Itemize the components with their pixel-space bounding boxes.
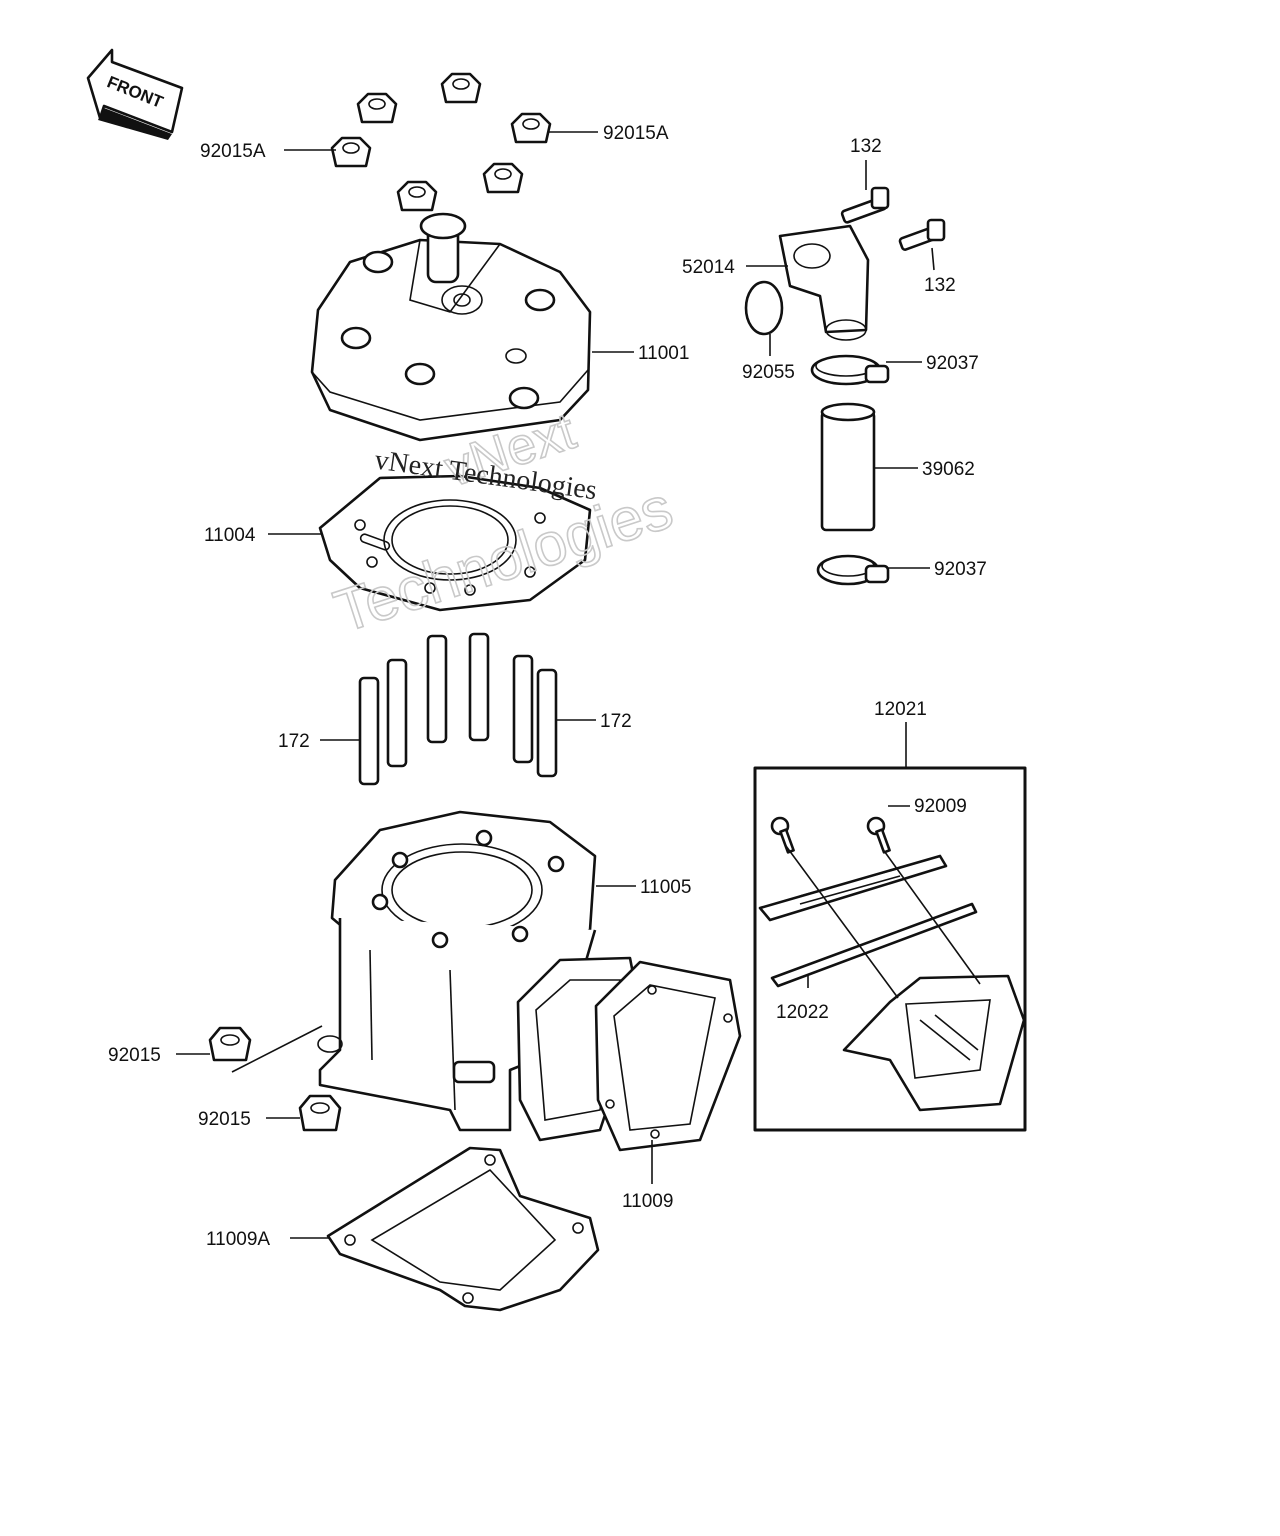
callout-11004: 11004 xyxy=(204,525,256,546)
callout-172-left: 172 xyxy=(278,731,310,752)
callout-92015A-left: 92015A xyxy=(200,141,266,162)
hex-nut-icon xyxy=(510,112,552,144)
hex-nut-icon xyxy=(396,180,438,212)
callout-132-right: 132 xyxy=(924,275,956,296)
callout-11005: 11005 xyxy=(640,877,691,898)
callout-92015-lower: 92015 xyxy=(198,1109,251,1130)
callout-172-right: 172 xyxy=(600,711,632,732)
callout-92015A-right: 92015A xyxy=(603,123,669,144)
stud-bolt-icon xyxy=(468,632,490,742)
hose xyxy=(820,402,876,532)
hex-nut-icon xyxy=(356,92,398,124)
stud-bolt-icon xyxy=(536,668,558,778)
leader-lines xyxy=(176,131,935,1239)
hose-clamp-icon xyxy=(810,354,890,386)
base-gasket xyxy=(326,1146,600,1312)
callout-92037-lower: 92037 xyxy=(934,559,987,580)
bolt-icon xyxy=(898,218,946,251)
stud-bolt-icon xyxy=(512,654,534,764)
callout-92009: 92009 xyxy=(914,796,967,817)
intake-gasket xyxy=(516,956,742,1152)
hex-nut-icon xyxy=(298,1094,342,1132)
callout-39062: 39062 xyxy=(922,459,975,480)
stud-bolt-icon xyxy=(386,658,408,768)
callout-52014: 52014 xyxy=(682,257,735,278)
stud-bolt-icon xyxy=(358,676,380,786)
head-gasket xyxy=(318,474,592,612)
front-arrow-icon: FRONT xyxy=(86,48,184,140)
callout-11009: 11009 xyxy=(622,1191,673,1212)
callout-12021: 12021 xyxy=(874,699,927,720)
hose-clamp-icon xyxy=(816,554,890,586)
cylinder-head xyxy=(310,212,592,442)
callout-132-top: 132 xyxy=(850,136,882,157)
callout-11009A: 11009A xyxy=(206,1229,270,1250)
hex-nut-icon xyxy=(330,136,372,168)
cylinder xyxy=(317,810,597,1132)
callout-92037-upper: 92037 xyxy=(926,353,979,374)
hex-nut-icon xyxy=(208,1026,252,1062)
stud-bolt-icon xyxy=(426,634,448,744)
o-ring xyxy=(744,280,784,336)
screw-icon xyxy=(770,816,795,854)
head-nut-group xyxy=(330,72,552,212)
callout-92015-upper: 92015 xyxy=(108,1045,161,1066)
reed-valve-box xyxy=(753,766,1027,1132)
callout-labels: 92015A 92015A 132 132 52014 11001 92055 … xyxy=(108,123,987,1250)
hex-nut-icon xyxy=(482,162,524,194)
bolt-icon xyxy=(840,186,890,224)
outlet-elbow xyxy=(778,224,870,341)
callout-92055: 92055 xyxy=(742,362,795,383)
hex-nut-icon xyxy=(440,72,482,104)
callout-11001: 11001 xyxy=(638,343,689,364)
screw-icon xyxy=(866,816,891,854)
stud-group xyxy=(358,632,558,786)
callout-12022: 12022 xyxy=(776,1002,829,1023)
